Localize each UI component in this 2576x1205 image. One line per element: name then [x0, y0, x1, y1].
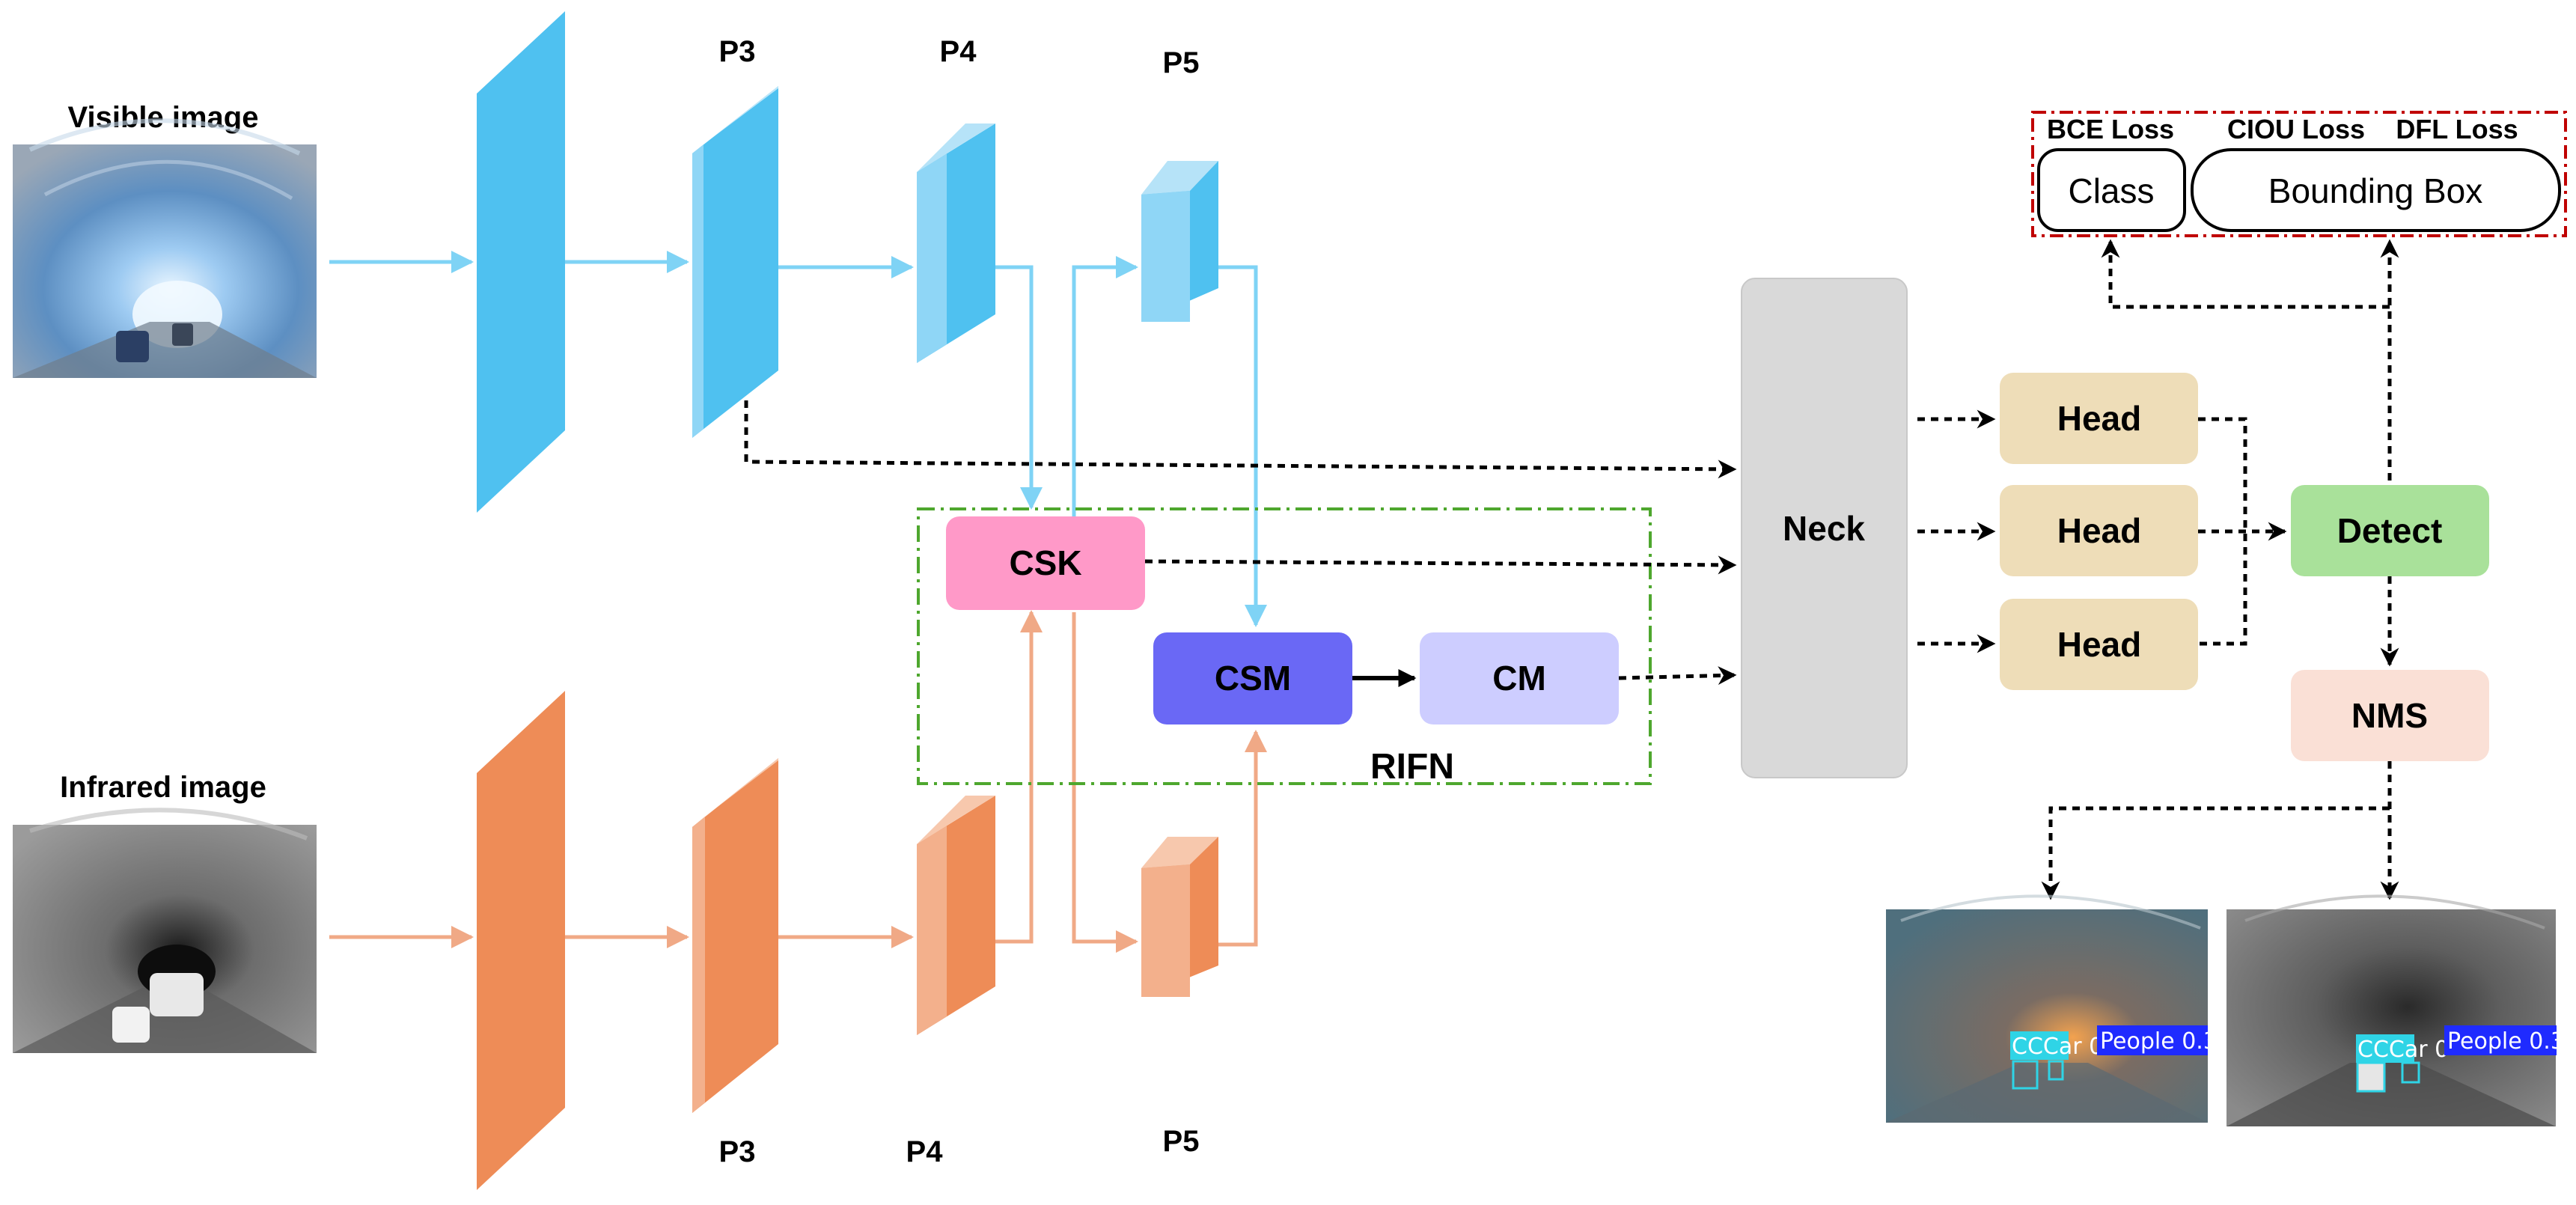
car-label-1: CCCar 0 — [2012, 1034, 2103, 1060]
infrared-arrows — [329, 610, 1267, 953]
visible-arrows — [329, 251, 1267, 627]
infrared-p4-label: P4 — [906, 1135, 944, 1168]
ciou-loss-label: CIOU Loss — [2227, 114, 2365, 144]
head-to-detect-arrows — [2198, 417, 2287, 646]
class-label: Class — [2068, 171, 2154, 210]
visible-p3-feature — [692, 86, 778, 438]
visible-p4-feature — [917, 123, 995, 363]
infrared-p3-feature — [692, 758, 778, 1113]
dfl-loss-label: DFL Loss — [2396, 114, 2518, 144]
head-label-3: Head — [2057, 625, 2141, 664]
car-label-2: CCCar 0 — [2357, 1037, 2449, 1063]
detect-module: Detect — [2291, 485, 2489, 576]
neck-module: Neck — [1741, 278, 1908, 778]
infrared-detection-output: CCCar 0 People 0.3 — [2226, 894, 2565, 1126]
infrared-p4-feature — [917, 796, 995, 1035]
cm-module: CM — [1420, 632, 1619, 724]
csm-label: CSM — [1215, 659, 1291, 698]
infrared-p5-label: P5 — [1163, 1125, 1200, 1158]
neck-to-head-arrows — [1917, 409, 1996, 653]
class-box: Class — [2037, 148, 2186, 232]
cm-label: CM — [1492, 659, 1546, 698]
visible-p3-label: P3 — [719, 35, 756, 68]
head-module-1: Head — [2000, 373, 2198, 464]
visible-stem-feature — [477, 11, 565, 513]
detect-label: Detect — [2337, 511, 2443, 550]
infrared-p3-label: P3 — [719, 1135, 756, 1168]
visible-p5-feature — [1141, 161, 1218, 322]
visible-detection-output: CCCar 0 People 0.3 — [1886, 894, 2218, 1123]
neck-input-arrows — [744, 400, 1737, 686]
infrared-p5-feature — [1141, 837, 1218, 997]
visible-p5-label: P5 — [1163, 46, 1200, 79]
csk-module: CSK — [946, 516, 1145, 610]
people-label-2: People 0.3 — [2447, 1028, 2565, 1055]
head-label-1: Head — [2057, 399, 2141, 438]
infrared-image-label: Infrared image — [60, 771, 266, 804]
bounding-box-label: Bounding Box — [2268, 171, 2482, 210]
csk-label: CSK — [1009, 543, 1081, 582]
people-label-1: People 0.3 — [2100, 1028, 2218, 1055]
nms-module: NMS — [2291, 670, 2489, 761]
visible-image — [13, 118, 317, 378]
infrared-image — [13, 808, 317, 1053]
csm-module: CSM — [1153, 632, 1352, 724]
head-module-2: Head — [2000, 485, 2198, 576]
infrared-stem-feature — [477, 691, 565, 1190]
neck-label: Neck — [1783, 509, 1865, 548]
detect-flow-arrows — [2041, 239, 2399, 900]
visible-p4-label: P4 — [940, 35, 977, 68]
bounding-box-box: Bounding Box — [2191, 148, 2561, 232]
head-module-3: Head — [2000, 599, 2198, 690]
bce-loss-label: BCE Loss — [2047, 114, 2174, 144]
rifn-label: RIFN — [1370, 747, 1454, 787]
head-label-2: Head — [2057, 511, 2141, 550]
nms-label: NMS — [2351, 696, 2428, 735]
loss-region — [2031, 111, 2567, 237]
